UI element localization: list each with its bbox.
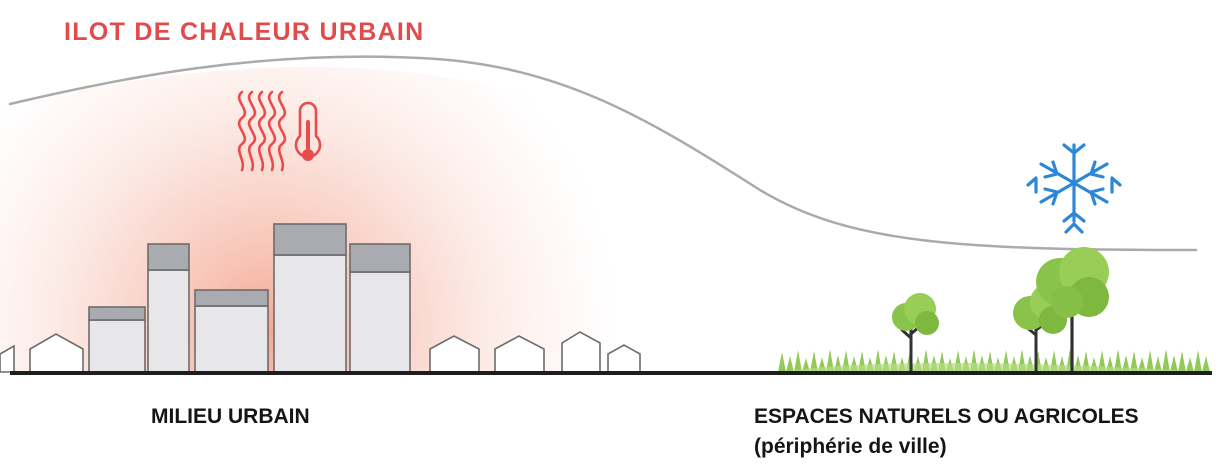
temperature-curve <box>8 55 1198 252</box>
natural-area-subtitle: (périphérie de ville) <box>754 435 947 458</box>
building <box>147 243 190 373</box>
snowflake-icon <box>1026 143 1122 234</box>
urban-area-label: MILIEU URBAIN <box>151 405 310 428</box>
city-buildings <box>0 223 641 373</box>
natural-area-label: ESPACES NATURELS OU AGRICOLES <box>754 405 1139 428</box>
diagram-title: ILOT DE CHALEUR URBAIN <box>64 18 425 46</box>
tree <box>1036 247 1109 374</box>
grass-field <box>778 349 1210 372</box>
building <box>349 243 411 373</box>
heat-thermometer-icon <box>237 90 322 172</box>
tree <box>892 293 939 374</box>
building <box>194 289 269 373</box>
building <box>88 306 146 373</box>
building <box>273 223 347 373</box>
house-left-edge <box>0 344 15 373</box>
